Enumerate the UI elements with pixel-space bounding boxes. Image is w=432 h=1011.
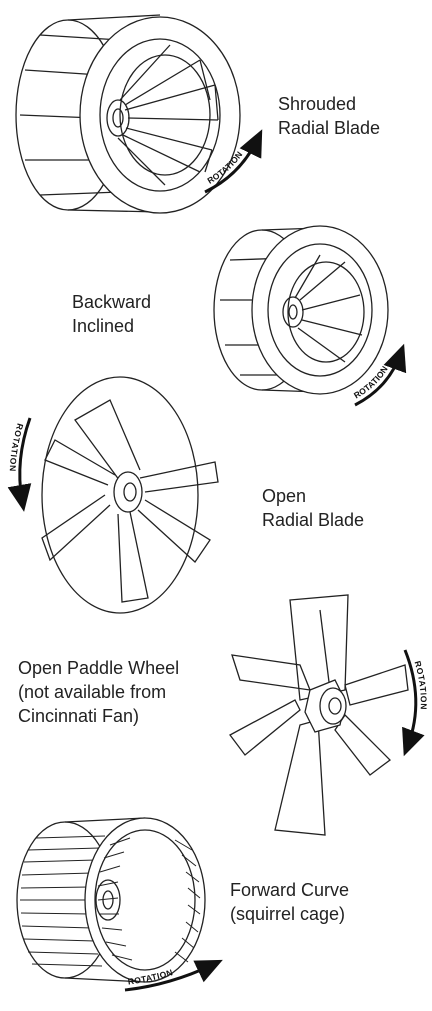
rotation-arrow-4 — [402, 649, 425, 757]
label-line: Open — [262, 486, 307, 506]
label-open-paddle-wheel: Open Paddle Wheel (not available from Ci… — [18, 656, 179, 728]
label-line: Radial Blade — [262, 510, 365, 530]
forward-curve-fan — [16, 817, 206, 983]
label-forward-curve: Forward Curve (squirrel cage) — [230, 878, 349, 926]
backward-inclined-fan — [213, 225, 389, 395]
label-shrouded-radial-blade: Shrouded Radial Blade — [278, 92, 380, 140]
label-line: Shrouded — [278, 94, 357, 114]
label-line: Cincinnati Fan) — [18, 706, 140, 726]
open-paddle-wheel-fan — [229, 594, 409, 836]
rotation-arrow-2 — [354, 343, 407, 407]
rotation-arrow-1 — [204, 129, 263, 194]
label-backward-inclined: Backward Inclined — [72, 290, 151, 338]
label-line: (squirrel cage) — [230, 904, 346, 924]
rotation-arrow-5 — [124, 959, 223, 992]
label-line: Open Paddle Wheel — [18, 658, 180, 678]
label-line: Inclined — [72, 316, 135, 336]
label-open-radial-blade: Open Radial Blade — [262, 484, 364, 532]
label-line: (not available from — [18, 682, 167, 702]
label-line: Radial Blade — [278, 118, 381, 138]
label-line: Backward — [72, 292, 152, 312]
rotation-arrow-3 — [7, 417, 32, 512]
label-line: Forward Curve — [230, 880, 350, 900]
open-radial-blade-fan — [41, 376, 219, 614]
shrouded-radial-blade-fan — [15, 14, 241, 214]
